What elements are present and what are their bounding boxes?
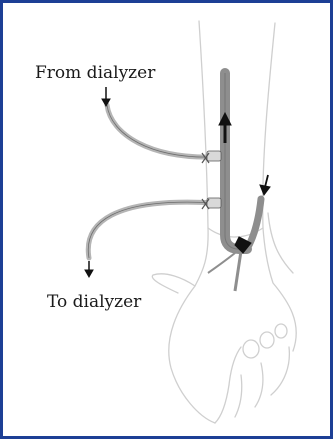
venous-needle-hub bbox=[202, 151, 221, 163]
flow-arrows bbox=[85, 87, 270, 277]
arterial-needle-hub bbox=[202, 198, 221, 209]
knuckle-1 bbox=[243, 340, 259, 358]
to-dialyzer-label: To dialyzer bbox=[47, 292, 141, 312]
palm-crease bbox=[229, 347, 241, 385]
tube-to-dialyzer bbox=[88, 202, 215, 258]
ulnar-edge bbox=[268, 213, 293, 273]
artery-arrow-head bbox=[260, 185, 270, 195]
knuckle-3 bbox=[275, 324, 287, 338]
finger-ring bbox=[255, 363, 263, 407]
finger-middle bbox=[235, 375, 242, 417]
artery-arrow-shaft bbox=[265, 175, 268, 187]
finger-little bbox=[271, 347, 289, 395]
from-dialyzer-label: From dialyzer bbox=[35, 63, 155, 83]
to-dialyzer-arrow-head bbox=[85, 270, 93, 277]
arm-outline-left bbox=[169, 21, 215, 423]
knuckle-2 bbox=[260, 332, 274, 348]
fistula-vessel bbox=[225, 73, 247, 249]
branch-vessel bbox=[208, 253, 235, 273]
distal-vessel bbox=[235, 251, 241, 291]
tube-from-dialyzer bbox=[107, 105, 215, 157]
thumb-outline bbox=[152, 274, 195, 293]
finger-index bbox=[215, 385, 229, 423]
tube-to-dialyzer-line bbox=[88, 202, 215, 258]
